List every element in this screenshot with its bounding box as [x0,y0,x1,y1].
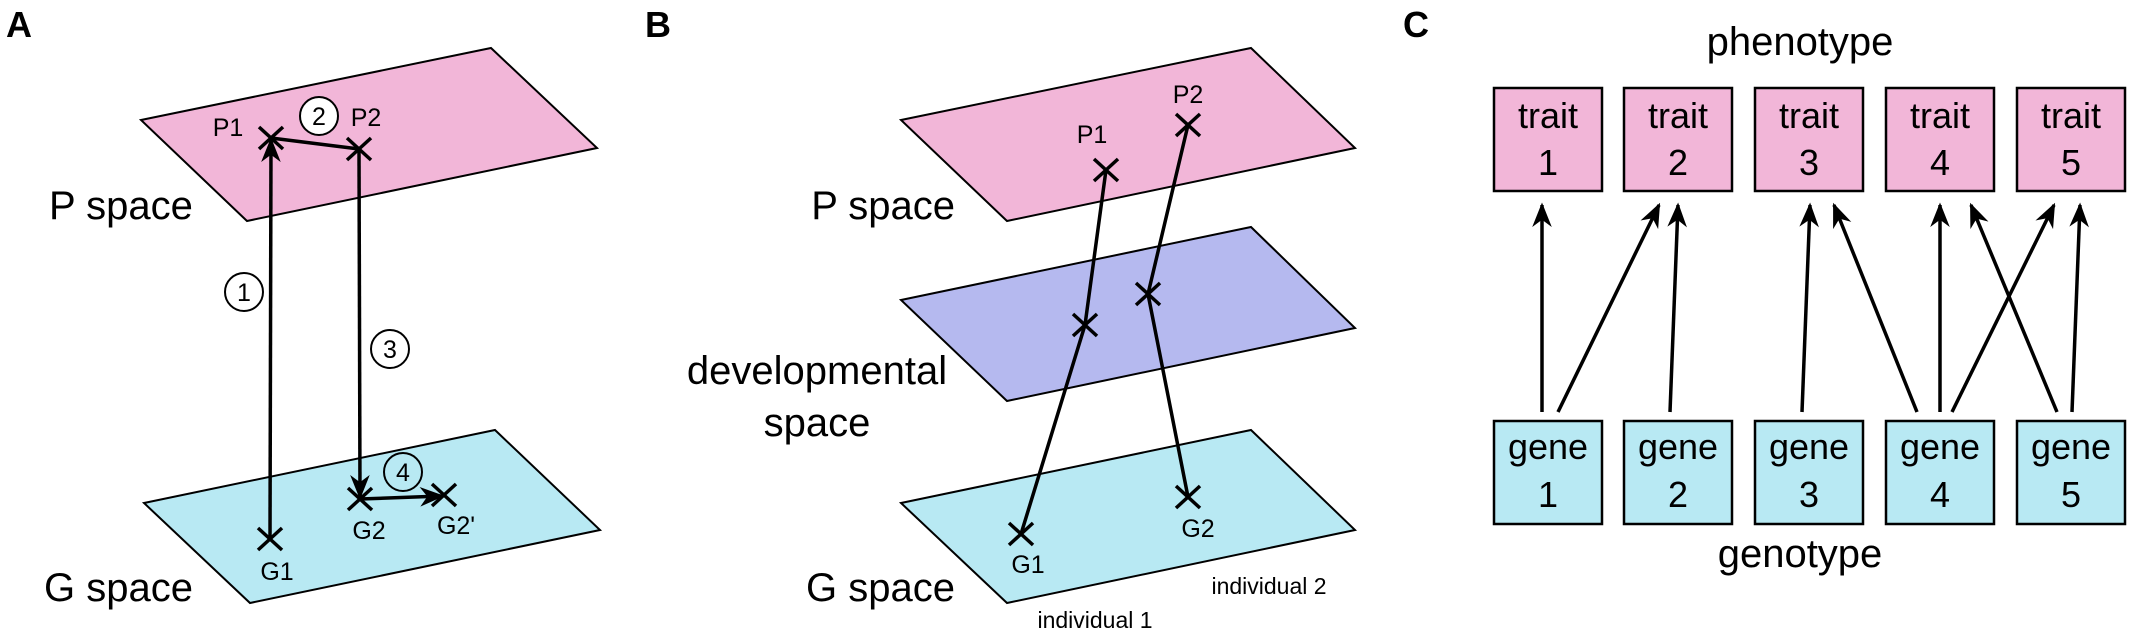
gene-box-3: gene 3 [1753,419,1865,526]
trait-box-3: trait 3 [1753,86,1865,193]
step-1-badge: 1 [224,272,264,312]
step-4-number: 4 [396,459,410,487]
g-space-plane [898,428,1358,605]
cross-marker-p1 [1092,157,1120,183]
p-space-plane [898,46,1358,223]
trait-number: 3 [1799,142,1819,183]
step-2-number: 2 [312,103,326,131]
gene-word: gene [1638,426,1718,467]
point-label-g1: G1 [260,558,293,586]
trait-word: trait [2041,95,2101,136]
trait-box-2: trait 2 [1622,86,1734,193]
trait-word: trait [1518,95,1578,136]
developmental-space-label-line2: space [764,401,871,445]
trait-number: 2 [1668,142,1688,183]
gene-box-2: gene 2 [1622,419,1734,526]
trait-number: 4 [1930,142,1950,183]
gene-number: 5 [2061,474,2081,515]
step-3-badge: 3 [370,329,410,369]
panel-a: A P space G space P1 P2 G1 G2 G2' 1 2 [6,4,603,610]
developmental-space-label-line1: developmental [687,349,947,393]
trait-word: trait [1910,95,1970,136]
point-label-g2prime: G2' [437,512,475,540]
gene-word: gene [1900,426,1980,467]
point-label-p1: P1 [213,114,244,142]
panel-label-c: C [1403,4,1429,45]
arrow-step-4 [359,487,445,507]
cross-marker-p1 [257,125,285,151]
arrow-gene5-trait4 [1969,202,2059,413]
arrow-gene3-trait3 [1799,202,1819,413]
trait-word: trait [1779,95,1839,136]
p-space-label: P space [49,184,193,228]
step-1-number: 1 [237,279,251,307]
step-4-badge: 4 [383,452,423,492]
trait-box-4: trait 4 [1884,86,1996,193]
gene-box-1: gene 1 [1492,419,1604,526]
cross-marker-g2 [1174,484,1202,510]
g-space-label: G space [44,566,193,610]
genotype-label: genotype [1718,532,1883,576]
cross-marker-dev2 [1134,281,1162,307]
gene-number: 4 [1930,474,1950,515]
trait-word: trait [1648,95,1708,136]
cross-marker-g2prime [430,482,458,508]
arrow-gene4-trait5 [1950,202,2056,413]
phenotype-label: phenotype [1707,20,1894,64]
cross-marker-p2 [1174,112,1202,138]
gene-box-4: gene 4 [1884,419,1996,526]
individual-1-label: individual 1 [1037,607,1152,633]
point-label-p2: P2 [1173,81,1204,109]
panel-label-a: A [6,4,32,45]
trait-number: 5 [2061,142,2081,183]
arrow-step-1 [261,137,281,540]
p-space-plane [138,46,600,223]
gene-word: gene [1769,426,1849,467]
arrow-gene5-trait5 [2069,202,2089,413]
point-label-g2: G2 [352,517,385,545]
p-space-label: P space [811,184,955,228]
gene-number: 3 [1799,474,1819,515]
g-space-plane [141,428,603,605]
step-2-badge: 2 [299,96,339,136]
gene-number: 1 [1538,474,1558,515]
panel-label-b: B [645,4,671,45]
cross-marker-dev1 [1071,312,1099,338]
point-label-g1: G1 [1011,551,1044,579]
cross-marker-p2 [345,136,373,162]
trait-box-1: trait 1 [1492,86,1604,193]
cross-marker-g1 [1007,521,1035,547]
individual-2-label: individual 2 [1211,573,1326,599]
gene-word: gene [2031,426,2111,467]
gene-word: gene [1508,426,1588,467]
panel-c: C phenotype genotype trait 1 trait 2 tra… [1403,4,2127,576]
point-label-p2: P2 [351,104,382,132]
arrow-gene2-trait2 [1667,202,1687,413]
gene-number: 2 [1668,474,1688,515]
developmental-space-plane [898,225,1358,403]
point-label-g2: G2 [1181,515,1214,543]
cross-marker-g2 [346,486,374,512]
line-step-2 [270,136,360,151]
gene-box-5: gene 5 [2015,419,2127,526]
panel-b: B P space developmental space G space P1… [645,4,1358,633]
trait-box-5: trait 5 [2015,86,2127,193]
arrow-gene1-trait2 [1556,202,1661,413]
arrow-step-3 [350,148,370,500]
step-3-number: 3 [383,336,397,364]
cross-marker-g1 [256,526,284,552]
g-space-label: G space [806,566,955,610]
trait-number: 1 [1538,142,1558,183]
point-label-p1: P1 [1077,121,1108,149]
arrow-gene4-trait3 [1832,202,1919,413]
